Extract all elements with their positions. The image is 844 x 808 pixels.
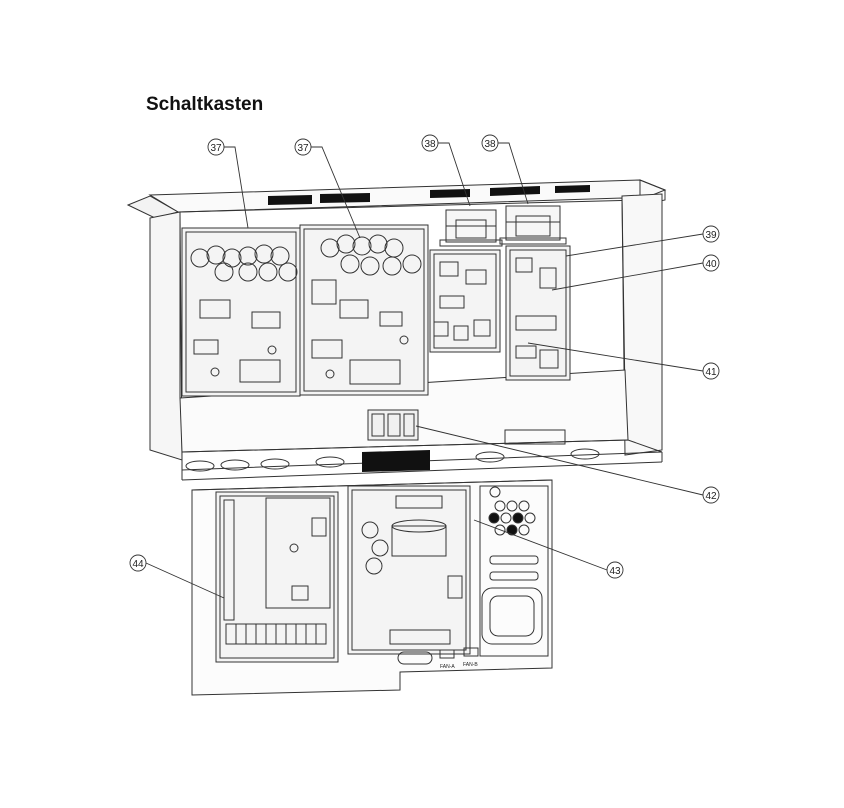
callout-38b: 38 [481,134,499,152]
callout-37a: 37 [207,138,225,156]
callout-43: 43 [606,561,624,579]
leader-lines [145,142,704,599]
cable-grommets [185,448,600,472]
capacitor-bank-left [190,244,298,282]
inverter-board-left [181,227,301,397]
svg-text:42: 42 [705,491,717,502]
callout-41: 41 [702,362,720,380]
callout-38a: 38 [421,134,439,152]
terminal-strip [225,623,327,645]
svg-text:38: 38 [424,139,436,150]
fan-b-label: FAN-B [463,662,478,668]
control-board-right [505,245,571,381]
filter-board [347,485,471,655]
svg-text:37: 37 [210,143,222,154]
terminal-block [367,409,419,441]
svg-text:38: 38 [484,139,496,150]
inverter-board-right [299,224,429,396]
transformer-right [499,205,567,245]
svg-text:39: 39 [705,230,717,241]
main-control-board [215,491,339,663]
svg-text:41: 41 [705,367,717,378]
lid-vents [268,185,590,205]
svg-text:40: 40 [705,259,717,270]
capacitor-bank-right [320,234,422,276]
transformer-left [439,209,503,247]
svg-text:43: 43 [609,566,621,577]
floor-terminal [504,429,566,445]
callout-44: 44 [129,554,147,572]
control-board-left [429,249,501,353]
svg-text:37: 37 [297,143,309,154]
svg-text:44: 44 [132,559,144,570]
bottom-vents [362,450,430,472]
fan-grid-panel [479,485,549,657]
callout-40: 40 [702,254,720,272]
callout-37b: 37 [294,138,312,156]
callout-42: 42 [702,486,720,504]
page-title: Schaltkasten [146,94,264,115]
fan-a-label: FAN-A [440,664,455,670]
fan-connectors [397,647,479,665]
callout-39: 39 [702,225,720,243]
